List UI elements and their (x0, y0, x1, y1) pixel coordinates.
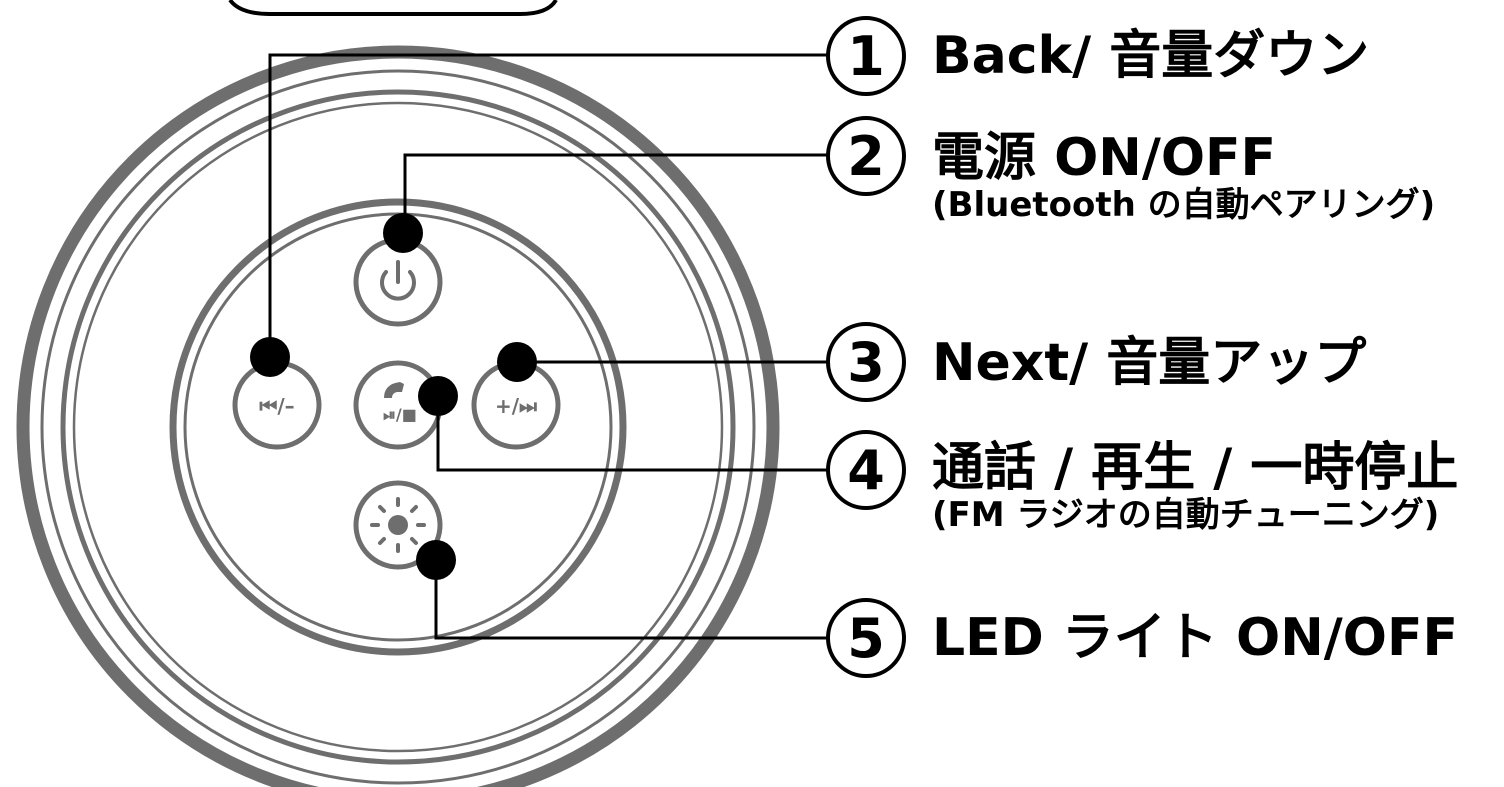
power-button[interactable] (353, 237, 443, 327)
middle-thin-ring (72, 101, 724, 753)
callout-label-block-4: 通話 / 再生 / 一時停止 (FM ラジオの自動チューニング) (932, 440, 1458, 534)
leader-line-4 (436, 398, 828, 472)
callout-dot-4 (418, 376, 458, 416)
middle-ring (60, 89, 736, 765)
callout-label-block-3: Next/ 音量アップ (932, 335, 1366, 391)
callout-label-block-1: Back/ 音量ダウン (932, 28, 1369, 84)
outer-thin-ring (40, 69, 756, 785)
play-pause-label: ⏯/■ (383, 405, 417, 424)
callout-label-5: LED ライト ON/OFF (932, 608, 1458, 668)
outer-ring (16, 45, 780, 787)
callout-dot-1 (250, 337, 290, 377)
callout-label-3: Next/ 音量アップ (932, 333, 1367, 393)
phone-icon (384, 382, 404, 398)
leader-line-5 (434, 560, 828, 640)
callout-sublabel-4: (FM ラジオの自動チューニング) (932, 495, 1440, 535)
callout-label-block-2: 電源 ON/OFF (Bluetooth の自動ペアリング) (932, 130, 1435, 224)
inner-ring (169, 198, 627, 656)
led-light-button[interactable] (353, 480, 443, 570)
back-volume-down-button[interactable]: ⏮/– (232, 360, 322, 450)
callout-label-4: 通話 / 再生 / 一時停止 (932, 438, 1459, 498)
callout-number-1: 1 (826, 16, 906, 96)
top-strap (228, 0, 558, 16)
next-volume-up-label: +/⏭ (495, 394, 537, 418)
leader-line-2 (403, 153, 828, 232)
call-play-pause-button[interactable]: ⏯/■ (353, 360, 443, 450)
callout-label-2: 電源 ON/OFF (932, 128, 1277, 188)
sun-icon (370, 497, 426, 553)
leader-line-1 (268, 53, 828, 355)
callout-label-block-5: LED ライト ON/OFF (932, 610, 1458, 666)
back-volume-down-label: ⏮/– (259, 394, 294, 418)
leader-lines (268, 53, 828, 640)
callout-sublabel-2: (Bluetooth の自動ペアリング) (932, 185, 1436, 225)
callout-number-4: 4 (826, 430, 906, 510)
callout-number-2: 2 (826, 116, 906, 196)
callout-dot-2 (383, 213, 423, 253)
callout-number-3: 3 (826, 322, 906, 402)
callout-dots (250, 213, 537, 580)
power-icon (380, 260, 416, 301)
next-volume-up-button[interactable]: +/⏭ (471, 360, 561, 450)
callout-number-5: 5 (826, 598, 906, 678)
callout-dot-5 (416, 540, 456, 580)
callout-label-1: Back/ 音量ダウン (932, 26, 1370, 86)
callout-dot-3 (497, 342, 537, 382)
